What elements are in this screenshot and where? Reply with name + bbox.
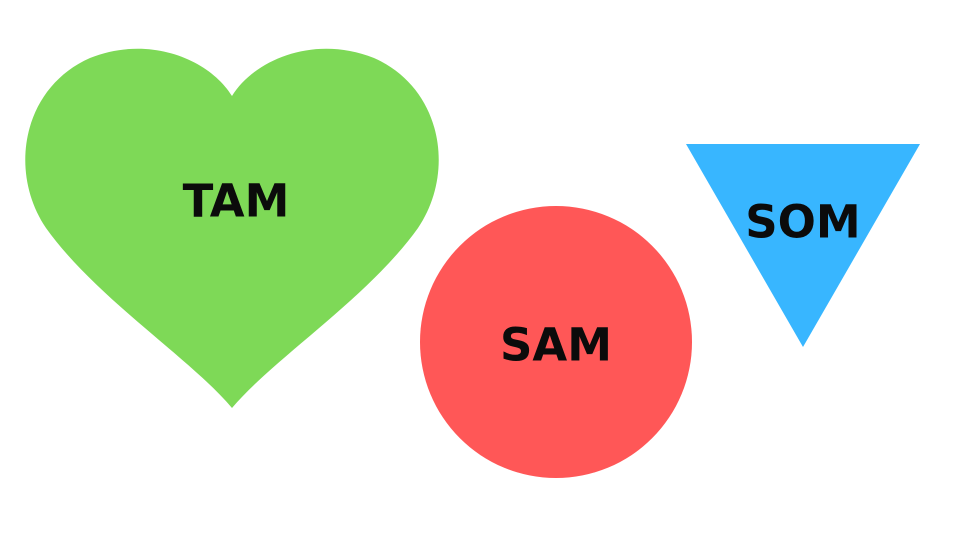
- circle-shape: [420, 206, 692, 478]
- tam-group: TAM: [25, 48, 439, 408]
- sam-group: SAM: [420, 206, 692, 478]
- tam-label: TAM: [183, 175, 290, 228]
- inverted-triangle-shape: [686, 144, 920, 347]
- som-label: SOM: [745, 196, 860, 249]
- sam-label: SAM: [500, 319, 612, 372]
- som-group: SOM: [686, 144, 920, 347]
- heart-shape: [25, 48, 439, 408]
